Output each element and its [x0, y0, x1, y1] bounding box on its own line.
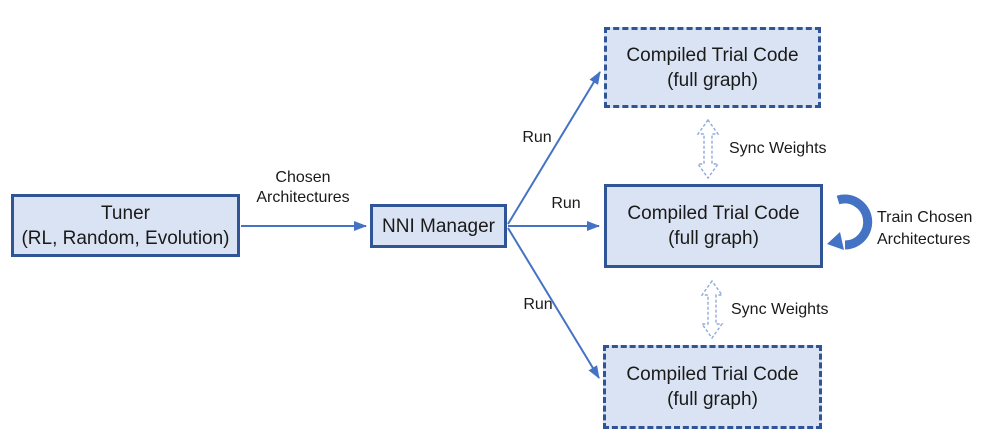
arrow-run-bottom [507, 227, 600, 379]
tuner-box: Tuner (RL, Random, Evolution) [11, 194, 240, 257]
trial-middle-line1: Compiled Trial Code [627, 203, 800, 224]
chosen-architectures-label: Chosen Architectures [240, 168, 366, 208]
tuner-subtitle: (RL, Random, Evolution) [21, 227, 230, 249]
arrow-run-top [507, 71, 601, 225]
sync-weights-arrow-bottom [700, 279, 724, 340]
sync-weights-arrow-top [696, 118, 720, 180]
trial-bottom-line1: Compiled Trial Code [626, 364, 799, 385]
nni-manager-label: NNI Manager [382, 215, 495, 237]
trial-top-line1: Compiled Trial Code [626, 44, 799, 66]
tuner-title: Tuner [101, 202, 150, 224]
run-label-middle: Run [551, 195, 581, 212]
train-cycle-arrowhead [827, 232, 844, 250]
trial-code-box-bottom: Compiled Trial Code (full graph) [603, 345, 822, 429]
run-label-bottom: Run [523, 296, 553, 313]
trial-middle-line2: (full graph) [668, 228, 759, 249]
train-cycle-arrow [836, 194, 873, 250]
trial-top-line2: (full graph) [667, 69, 758, 91]
trial-code-box-middle: Compiled Trial Code (full graph) [604, 184, 823, 268]
run-label-top: Run [522, 129, 552, 146]
train-chosen-architectures-label: Train Chosen Architectures [877, 207, 972, 251]
sync-weights-label-top: Sync Weights [729, 140, 827, 157]
trial-bottom-line2: (full graph) [667, 389, 758, 410]
nni-manager-box: NNI Manager [370, 204, 507, 248]
train-label-line1: Train Chosen [877, 209, 973, 226]
sync-weights-label-bottom: Sync Weights [731, 301, 829, 318]
chosen-architectures-line2: Architectures [256, 189, 350, 206]
trial-code-box-top: Compiled Trial Code (full graph) [604, 27, 821, 108]
train-label-line2: Architectures [877, 231, 971, 248]
chosen-architectures-line1: Chosen [275, 169, 331, 186]
